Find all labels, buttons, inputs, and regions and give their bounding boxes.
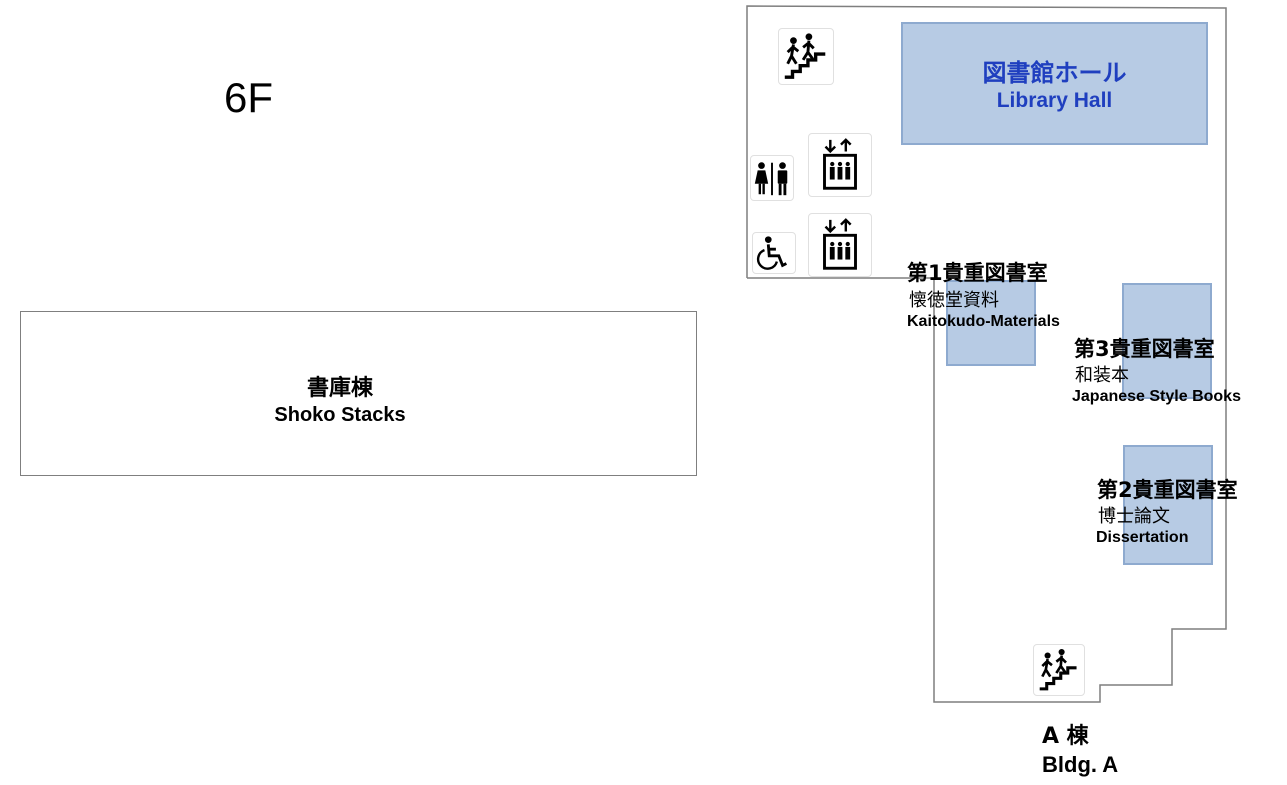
room-1-title: 第1貴重図書室 [907, 261, 1048, 285]
library-hall-name-ja: 図書館ホール [982, 59, 1127, 87]
room-1-name-en: Kaitokudo-Materials [907, 313, 1060, 330]
restroom-icon [750, 155, 794, 201]
elevator-icon [808, 133, 872, 197]
stairs-icon [778, 28, 834, 85]
stairs-icon [1033, 644, 1085, 696]
room-1-subtitle: 懐徳堂資料 [909, 290, 999, 311]
shoko-stacks-name-en: Shoko Stacks [274, 404, 406, 426]
room-3-title: 第3貴重図書室 [1074, 337, 1215, 361]
room-2-subtitle: 博士論文 [1098, 506, 1170, 527]
rare-book-room-1 [946, 280, 1036, 366]
elevator-icon [808, 213, 872, 277]
room-3-subtitle: 和装本 [1075, 365, 1129, 386]
building-a-name-ja: A 棟 [1042, 724, 1089, 749]
room-3-name-en: Japanese Style Books [1072, 388, 1241, 405]
library-hall-name-en: Library Hall [996, 89, 1113, 112]
library-hall [901, 22, 1208, 145]
building-a-name-en: Bldg. A [1042, 752, 1119, 777]
shoko-stacks-building [20, 311, 697, 476]
rare-book-room-3 [1122, 283, 1212, 399]
room-2-title: 第2貴重図書室 [1097, 478, 1238, 502]
wheelchair-icon [752, 232, 796, 274]
shoko-stacks-name-ja: 書庫棟 [306, 376, 373, 401]
floor-label: 6F [224, 74, 274, 121]
rare-book-room-2 [1123, 445, 1213, 565]
room-2-name-en: Dissertation [1096, 529, 1189, 546]
